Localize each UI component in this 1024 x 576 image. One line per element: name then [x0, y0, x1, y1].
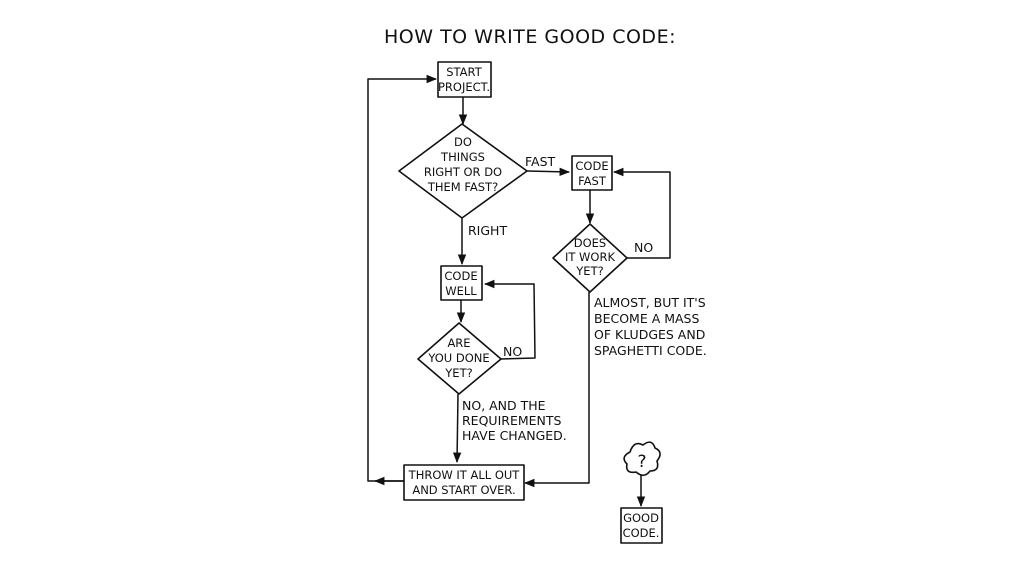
- kludges-line-3: OF KLUDGES AND: [594, 327, 705, 342]
- node-good-code: GOOD CODE.: [620, 507, 663, 544]
- node-done-line-1: ARE: [447, 336, 470, 350]
- node-code-fast-line-1: CODE: [575, 159, 608, 173]
- node-code-well: CODE WELL: [440, 265, 483, 301]
- node-does-it-work-decision: DOES IT WORK YET?: [552, 223, 628, 293]
- edge-label-no-done: NO: [503, 344, 522, 359]
- node-works-line-3: YET?: [575, 264, 603, 278]
- node-code-well-line-2: WELL: [445, 284, 477, 298]
- node-decide-line-2: THINGS: [440, 150, 485, 164]
- kludges-line-2: BECOME A MASS: [594, 311, 699, 326]
- kludges-line-1: ALMOST, BUT IT'S: [594, 295, 706, 310]
- node-start-project: START PROJECT.: [437, 61, 492, 98]
- node-decide-line-1: DO: [454, 135, 472, 149]
- node-good-line-1: GOOD: [623, 511, 659, 525]
- node-code-well-line-1: CODE: [444, 269, 477, 283]
- node-works-line-1: DOES: [574, 236, 606, 250]
- edge-works-to-throw: [523, 292, 590, 488]
- edge-done-to-throw: [452, 393, 462, 464]
- kludges-line-4: SPAGHETTI CODE.: [594, 343, 707, 358]
- diagram-title: HOW TO WRITE GOOD CODE:: [384, 26, 676, 48]
- node-throw-it-all-out: THROW IT ALL OUT AND START OVER.: [403, 464, 525, 501]
- node-throw-line-1: THROW IT ALL OUT: [408, 468, 521, 482]
- node-decide-line-3: RIGHT OR DO: [424, 165, 502, 179]
- edge-label-fast: FAST: [525, 154, 556, 169]
- node-works-line-2: IT WORK: [565, 250, 615, 264]
- question-mark-icon: ?: [637, 452, 646, 472]
- node-good-line-2: CODE.: [623, 526, 660, 540]
- changed-line-2: REQUIREMENTS: [462, 413, 562, 428]
- changed-line-1: NO, AND THE: [462, 398, 546, 413]
- edge-label-requirements-changed: NO, AND THE REQUIREMENTS HAVE CHANGED.: [462, 398, 567, 443]
- node-code-fast: CODE FAST: [571, 155, 613, 191]
- edge-throw-to-start: [367, 74, 438, 482]
- edge-label-no-works: NO: [634, 240, 653, 255]
- node-start-line-2: PROJECT.: [438, 80, 490, 94]
- node-right-or-fast-decision: DO THINGS RIGHT OR DO THEM FAST?: [398, 123, 528, 219]
- edge-works-no-loop: [612, 167, 671, 259]
- node-are-you-done-decision: ARE YOU DONE YET?: [417, 322, 502, 395]
- edge-done-no-loop: [483, 279, 536, 360]
- node-decide-line-4: THEM FAST?: [427, 180, 498, 194]
- node-done-line-3: YET?: [444, 366, 472, 380]
- node-code-fast-line-2: FAST: [578, 174, 607, 188]
- edge-label-kludges: ALMOST, BUT IT'S BECOME A MASS OF KLUDGE…: [594, 295, 707, 358]
- node-done-line-2: YOU DONE: [427, 351, 489, 365]
- edge-label-right: RIGHT: [468, 223, 507, 238]
- edge-decide-to-code-fast: [526, 167, 571, 176]
- node-mystery-cloud: ?: [623, 441, 661, 477]
- changed-line-3: HAVE CHANGED.: [462, 428, 567, 443]
- node-throw-line-2: AND START OVER.: [412, 483, 515, 497]
- node-start-line-1: START: [446, 65, 482, 79]
